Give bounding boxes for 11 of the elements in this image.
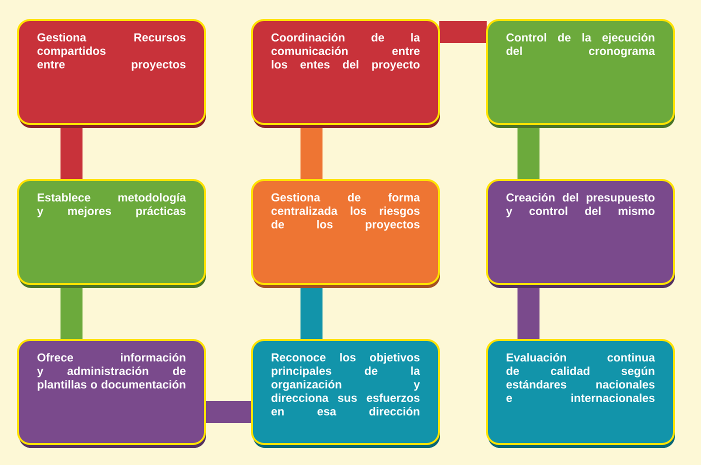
- process-box: Establece metodología y mejores prácticas: [17, 179, 206, 288]
- process-box: Creación del presupuesto y control del mismo: [486, 179, 675, 288]
- process-box: Ofrece información y administración de plantillas o documentación: [17, 338, 206, 448]
- process-box: Coordinación de la comunicación entre los entes del proyecto: [251, 19, 440, 128]
- process-box: Gestiona Recursos compartidos entre proyectos: [17, 19, 206, 128]
- process-box: Reconoce los objetivos principales de la organización y direcciona sus esfuerzos en esa dirección: [251, 338, 440, 448]
- process-box: Evaluación continua de calidad según estándares nacionales e internacionales: [486, 338, 675, 448]
- connector-bar: [205, 400, 252, 423]
- process-box: Gestiona de forma centralizada los riesgos de los proyectos: [251, 179, 440, 288]
- process-box: Control de la ejecución del cronograma: [486, 19, 675, 128]
- connector-bar: [439, 21, 487, 43]
